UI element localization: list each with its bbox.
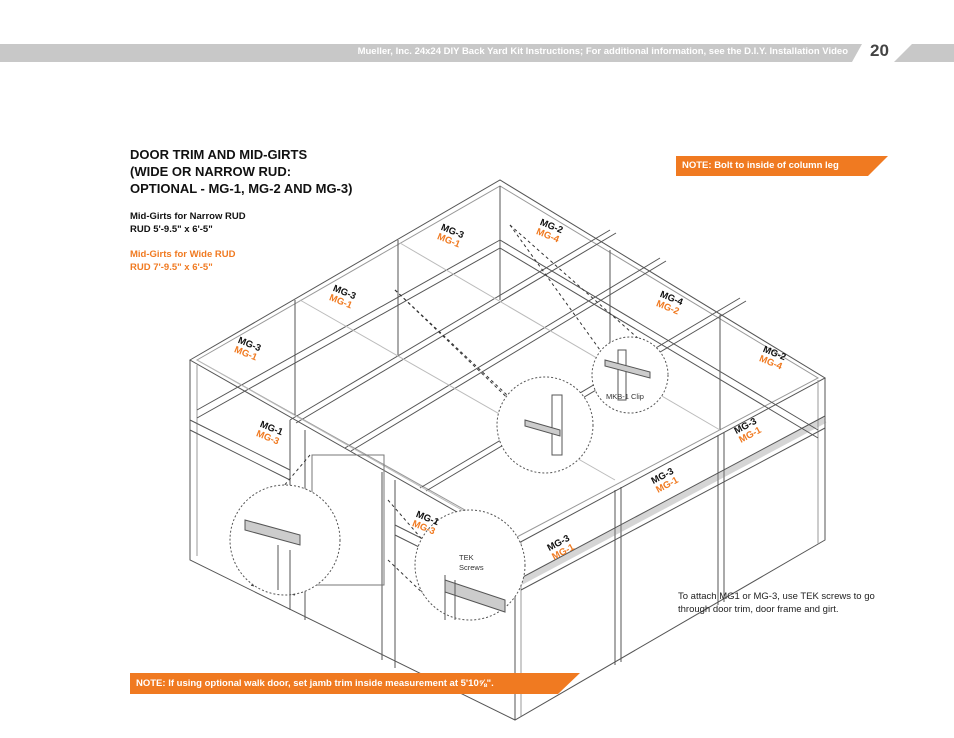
wide-rud-value: RUD 7'-9.5" x 6'-5" <box>130 261 213 273</box>
page-number: 20 <box>870 41 889 60</box>
section-title: DOOR TRIM AND MID-GIRTS (WIDE OR NARROW … <box>130 146 352 197</box>
frame-top-inner <box>195 185 820 539</box>
header-bar <box>0 44 954 62</box>
tek-screws-label-1: TEK <box>459 553 474 562</box>
title-line-3: OPTIONAL - MG-1, MG-2 AND MG-3) <box>130 181 353 196</box>
note-bolt-shape <box>676 156 888 176</box>
wide-rud-label: Mid-Girts for Wide RUD <box>130 249 236 260</box>
title-line-2: (WIDE OR NARROW RUD: <box>130 164 292 179</box>
note-walk-door-shape <box>130 673 580 694</box>
detail-circle-tek <box>414 509 526 621</box>
detail-circle-center <box>496 376 594 474</box>
wide-rud-spec: Mid-Girts for Wide RUD RUD 7'-9.5" x 6'-… <box>130 249 235 274</box>
header-bar-shape <box>0 44 954 62</box>
detail-circle-mkb <box>591 336 669 414</box>
mkb-clip-label: MKB-1 Clip <box>606 392 644 401</box>
narrow-rud-spec: Mid-Girts for Narrow RUD RUD 5'-9.5" x 6… <box>130 211 246 236</box>
title-line-1: DOOR TRIM AND MID-GIRTS <box>130 147 308 162</box>
header-text: Mueller, Inc. 24x24 DIY Back Yard Kit In… <box>357 46 848 57</box>
narrow-rud-label: Mid-Girts for Narrow RUD <box>130 211 246 222</box>
tek-instruction: To attach MG1 or MG-3, use TEK screws to… <box>678 591 875 615</box>
note-bolt-text: NOTE: Bolt to inside of column leg <box>682 160 839 171</box>
narrow-rud-value: RUD 5'-9.5" x 6'-5" <box>130 223 213 235</box>
tek-screws-label-2: Screws <box>459 563 484 572</box>
note-walk-door-text: NOTE: If using optional walk door, set j… <box>136 678 494 689</box>
